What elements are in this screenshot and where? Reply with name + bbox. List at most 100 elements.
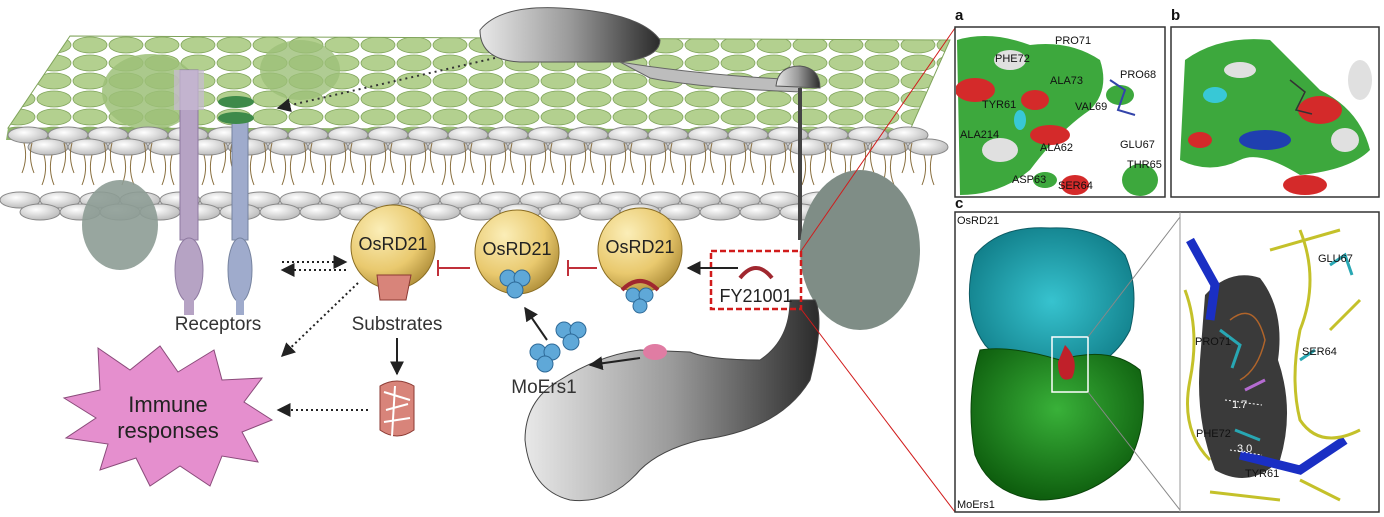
panel-c-bottom-label: MoErs1: [957, 499, 995, 511]
substrates-label: Substrates: [352, 314, 443, 335]
lipid-tail: [501, 142, 515, 174]
lipid-tail: [461, 142, 475, 174]
osrd21-protein-3: OsRD21: [597, 207, 683, 314]
lipid-head: [627, 138, 669, 156]
lipid-tail: [321, 154, 335, 186]
lipid-head: [699, 203, 741, 221]
residue-label: THR65: [1127, 159, 1162, 171]
lipid-tail: [381, 142, 395, 174]
lipid-head: [267, 138, 309, 156]
moers1-label: MoErs1: [511, 377, 576, 398]
lipid-tail: [601, 154, 615, 186]
lipid-head: [547, 138, 589, 156]
osrd21-protein-2: OsRD21: [474, 209, 560, 299]
lipid-head: [419, 203, 461, 221]
receptors-label: Receptors: [175, 314, 262, 335]
lipid-head: [427, 138, 469, 156]
lipid-tail: [81, 154, 95, 186]
lipid-head: [107, 138, 149, 156]
lipid-head: [67, 138, 109, 156]
lipid-tail: [701, 142, 715, 174]
lipid-tail: [41, 154, 55, 186]
lipid-head: [887, 126, 929, 144]
inhibition-arrows: [437, 260, 597, 276]
residue-label: TYR61: [982, 99, 1016, 111]
lipid-head: [19, 203, 61, 221]
lipid-head: [299, 203, 341, 221]
lipid-head: [907, 138, 949, 156]
lipid-tail: [201, 154, 215, 186]
lipid-tail: [561, 154, 575, 186]
lipid-head: [507, 138, 549, 156]
residue-label: ALA62: [1040, 142, 1073, 154]
lipid-tail: [541, 142, 555, 174]
lipid-head: [467, 138, 509, 156]
lipid-tail: [101, 142, 115, 174]
osrd21-protein-1: OsRD21: [350, 204, 436, 301]
residue-label: PRO71: [1055, 35, 1091, 47]
lipid-head: [867, 138, 909, 156]
cell-schematic: OsRD21 OsRD21 OsRD21 Receptors: [0, 7, 956, 513]
lipid-tail: [801, 154, 815, 186]
residue-label: GLU67: [1120, 139, 1155, 151]
lipid-tail: [401, 154, 415, 186]
residue-label: PRO68: [1120, 69, 1156, 81]
immune-responses-burst: Immune responses: [62, 345, 274, 487]
lipid-tail: [821, 142, 835, 174]
lipid-head: [667, 138, 709, 156]
osrd21-label-1: OsRD21: [358, 234, 427, 254]
residue-label: SER64: [1302, 346, 1337, 358]
panel-a-letter: a: [955, 7, 964, 24]
lipid-tail: [481, 154, 495, 186]
binding-pocket-detail: [1183, 228, 1362, 502]
moers1-effector: [529, 321, 587, 373]
membrane-tails: [21, 142, 935, 186]
osrd21-label-3: OsRD21: [605, 237, 674, 257]
lipid-tail: [621, 142, 635, 174]
lipid-tail: [661, 142, 675, 174]
panel-c-distances: 1.73.0: [1232, 399, 1252, 455]
lipid-tail: [61, 142, 75, 174]
lipid-tail: [681, 154, 695, 186]
lipid-tail: [441, 154, 455, 186]
lipid-head: [539, 203, 581, 221]
lipid-head: [707, 138, 749, 156]
lipid-tail: [261, 142, 275, 174]
lipid-tail: [741, 142, 755, 174]
lipid-tail: [521, 154, 535, 186]
lipid-head: [307, 138, 349, 156]
receptor-purple: [174, 69, 204, 315]
receptor-blue: [218, 96, 254, 315]
fy21001-inhibitor: FY21001: [686, 249, 803, 311]
invasive-hypha: [524, 299, 820, 502]
lipid-tail: [721, 154, 735, 186]
residue-label: PRO71: [1195, 336, 1231, 348]
lipid-tail: [581, 142, 595, 174]
residue-label: GLU67: [1318, 253, 1353, 265]
residue-label: SER64: [1058, 180, 1093, 192]
lipid-head: [27, 138, 69, 156]
immune-label-line1: Immune: [128, 392, 207, 417]
panel-b-letter: b: [1171, 7, 1180, 24]
residue-label: ALA73: [1050, 75, 1083, 87]
residue-label: ALA214: [960, 129, 999, 141]
lipid-tail: [141, 142, 155, 174]
lipid-head: [587, 138, 629, 156]
lipid-head: [739, 203, 781, 221]
osrd21-label-2: OsRD21: [482, 239, 551, 259]
immune-label-line2: responses: [117, 418, 219, 443]
lipid-tail: [781, 142, 795, 174]
lipid-head: [387, 138, 429, 156]
osrd21-surface: [968, 227, 1135, 376]
residue-label: TYR61: [1245, 468, 1279, 480]
lipid-tail: [761, 154, 775, 186]
residue-label: PHE72: [1196, 428, 1231, 440]
lipid-tail: [281, 154, 295, 186]
lipid-tail: [901, 142, 915, 174]
distance-label: 1.7: [1232, 399, 1247, 411]
